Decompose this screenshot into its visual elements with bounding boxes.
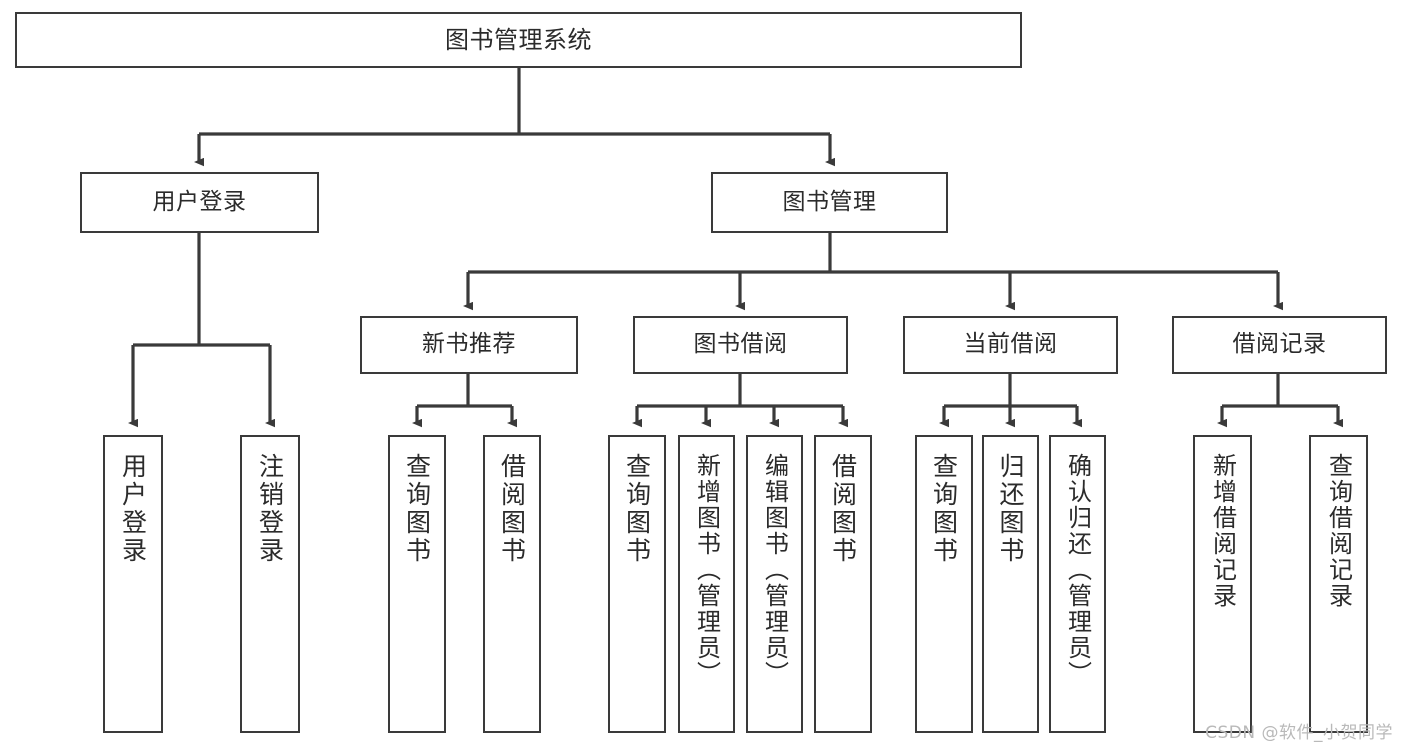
node-label: 图书管理 (782, 188, 877, 215)
node-borrowing-record[interactable]: 借阅记录 (1172, 316, 1387, 374)
node-label: 查询借阅记录 (1324, 453, 1353, 609)
node-leaf-add-borrow-record[interactable]: 新增借阅记录 (1193, 435, 1252, 733)
node-label: 查询图书 (929, 453, 959, 565)
node-label: 借阅记录 (1232, 331, 1327, 358)
node-label: 借阅图书 (828, 453, 858, 565)
node-leaf-query-book-new[interactable]: 查询图书 (388, 435, 446, 733)
node-leaf-borrow-book-new[interactable]: 借阅图书 (483, 435, 541, 733)
node-root-book-management-system[interactable]: 图书管理系统 (15, 12, 1022, 68)
node-leaf-add-book-admin[interactable]: 新增图书（管理员） (678, 435, 735, 733)
node-leaf-borrow-book[interactable]: 借阅图书 (814, 435, 872, 733)
node-leaf-logout-login[interactable]: 注销登录 (240, 435, 300, 733)
node-label: 查询图书 (622, 453, 652, 565)
node-leaf-edit-book-admin[interactable]: 编辑图书（管理员） (746, 435, 803, 733)
node-current-borrowing[interactable]: 当前借阅 (903, 316, 1118, 374)
node-leaf-user-login[interactable]: 用户登录 (103, 435, 163, 733)
node-leaf-query-book-borrow[interactable]: 查询图书 (608, 435, 666, 733)
node-label: 确认归还（管理员） (1063, 453, 1092, 687)
node-leaf-query-book-current[interactable]: 查询图书 (915, 435, 973, 733)
node-label: 查询图书 (402, 453, 432, 565)
node-label: 图书借阅 (693, 331, 788, 358)
node-label: 用户登录 (118, 453, 148, 565)
node-label: 用户登录 (152, 188, 247, 215)
node-label: 借阅图书 (497, 453, 527, 565)
node-label: 归还图书 (996, 453, 1025, 565)
node-label: 编辑图书（管理员） (760, 453, 789, 687)
node-book-borrowing[interactable]: 图书借阅 (633, 316, 848, 374)
node-label: 图书管理系统 (445, 25, 592, 54)
node-label: 新书推荐 (422, 331, 516, 358)
node-label: 注销登录 (255, 453, 285, 565)
node-label: 当前借阅 (963, 331, 1058, 358)
node-book-management[interactable]: 图书管理 (711, 172, 948, 233)
node-leaf-query-borrow-record[interactable]: 查询借阅记录 (1309, 435, 1368, 733)
node-user-login[interactable]: 用户登录 (80, 172, 319, 233)
node-new-book-recommendation[interactable]: 新书推荐 (360, 316, 578, 374)
node-leaf-return-book[interactable]: 归还图书 (982, 435, 1039, 733)
node-label: 新增借阅记录 (1208, 453, 1237, 609)
node-label: 新增图书（管理员） (692, 453, 721, 687)
node-leaf-confirm-return-admin[interactable]: 确认归还（管理员） (1049, 435, 1106, 733)
